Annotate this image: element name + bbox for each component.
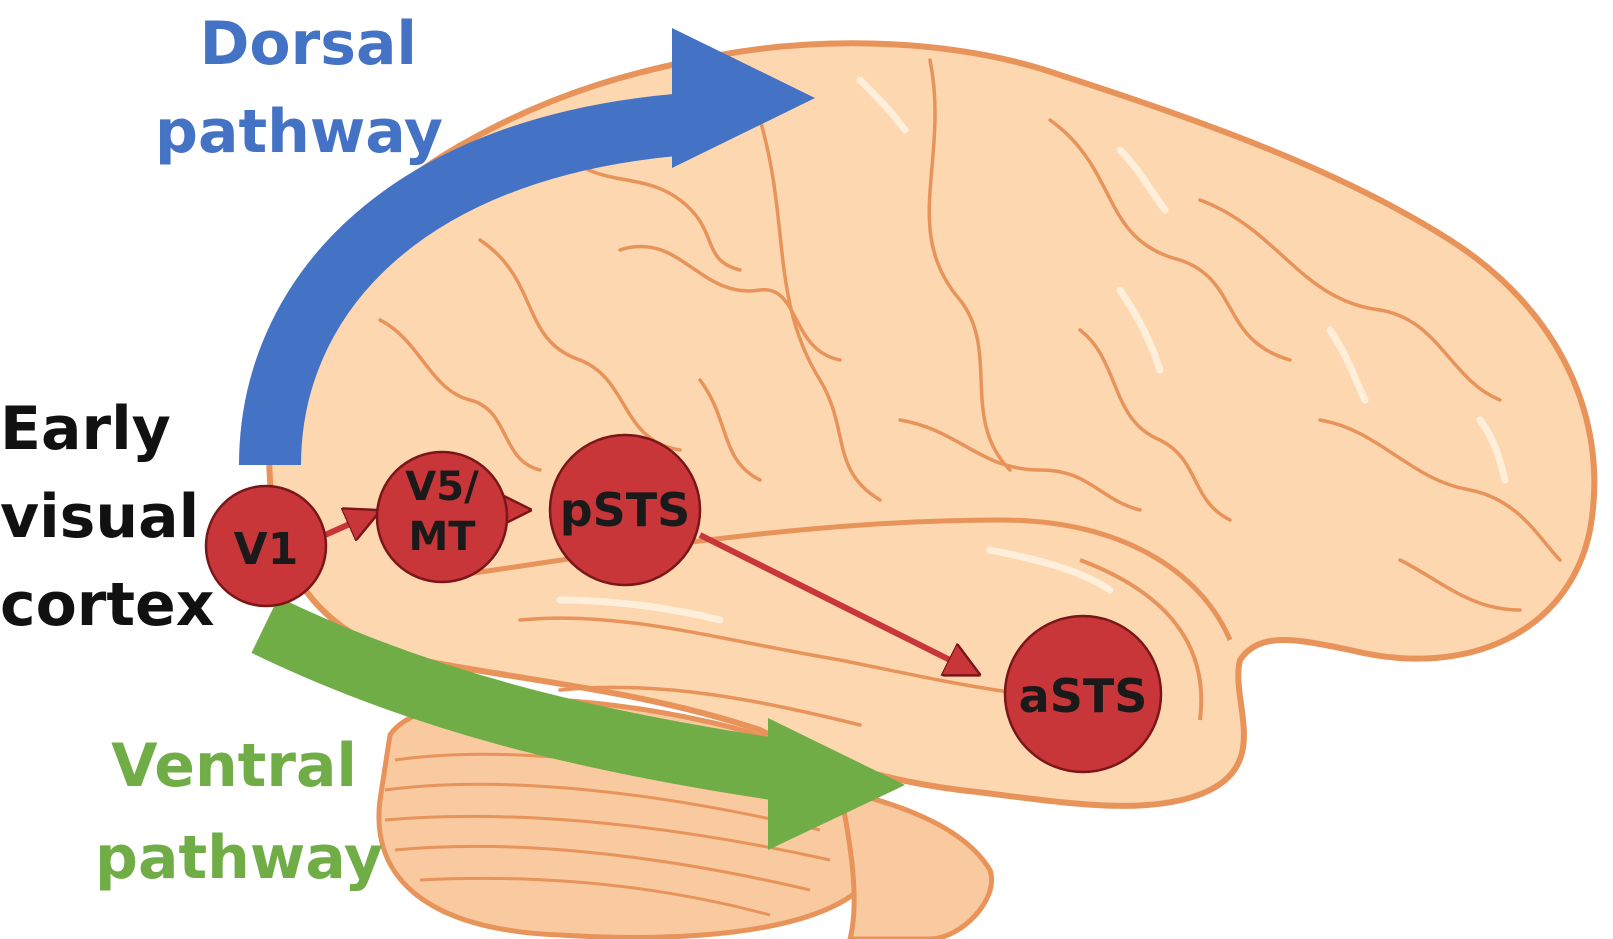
cortex-label-line3: cortex [0, 570, 215, 640]
arrow-psts-to-asts [698, 532, 970, 670]
dorsal-pathway-arrow [239, 28, 815, 466]
node-psts-label: pSTS [560, 483, 691, 537]
brain-stem [836, 786, 995, 939]
node-v5mt-label-line2: MT [408, 514, 476, 560]
ventral-pathway-arrow [251, 597, 905, 850]
node-v5mt: V5/ MT [375, 450, 509, 584]
ventral-label-line1: Ventral [111, 731, 357, 801]
cortex-label-line2: visual [0, 482, 200, 552]
dorsal-pathway-label: Dorsal pathway [155, 0, 444, 176]
node-v5mt-label-line1: V5/ [405, 464, 479, 510]
node-asts-label: aSTS [1019, 669, 1148, 723]
cortex-label-line1: Early [0, 394, 171, 464]
early-visual-cortex-label: Early visual cortex [0, 385, 214, 649]
node-v1-label: V1 [234, 524, 299, 575]
ventral-pathway-label: Ventral pathway [95, 720, 384, 904]
node-v1: V1 [204, 484, 328, 608]
cerebrum [266, 40, 1598, 809]
ventral-label-line2: pathway [95, 823, 384, 893]
dorsal-label-line2: pathway [155, 97, 444, 167]
node-psts: pSTS [548, 433, 702, 587]
node-asts: aSTS [1003, 614, 1163, 774]
dorsal-label-line1: Dorsal [199, 9, 417, 79]
arrow-v1-to-v5mt [323, 515, 370, 535]
